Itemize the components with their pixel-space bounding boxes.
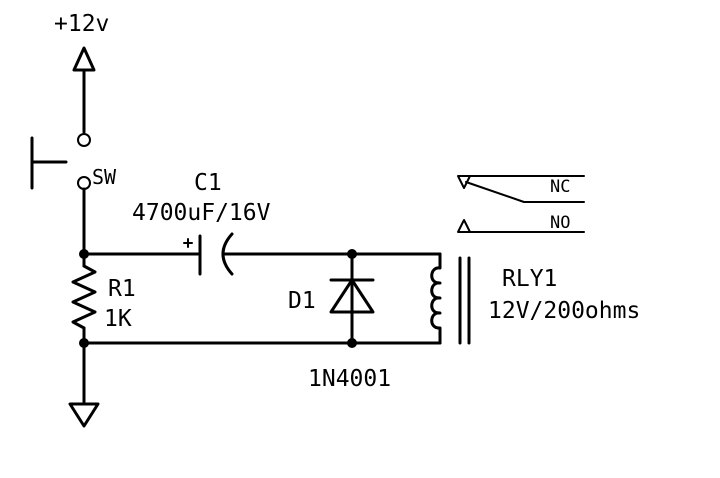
ground-icon [68,402,100,428]
relay-no-label: NO [550,213,570,233]
relay-nc-label: NC [550,177,570,197]
supply-symbol [72,46,96,134]
relay-value: 12V/200ohms [488,298,640,324]
capacitor-value: 4700uF/16V [132,200,271,226]
push-switch [30,133,91,256]
diode-part: 1N4001 [308,366,391,392]
resistor-value: 1K [104,306,132,332]
junction-dot [79,338,89,348]
diode-ref: D1 [288,288,316,314]
resistor-r1 [71,252,97,406]
relay-ref: RLY1 [502,266,557,292]
relay-contacts [457,175,585,233]
relay-coil [430,252,471,345]
capacitor-c1 [183,232,234,276]
supply-label: +12v [54,11,109,37]
diode-d1 [329,252,375,345]
resistor-ref: R1 [108,276,136,302]
switch-label: SW [92,165,117,189]
junction-dot [79,249,89,259]
capacitor-ref: C1 [194,170,222,196]
